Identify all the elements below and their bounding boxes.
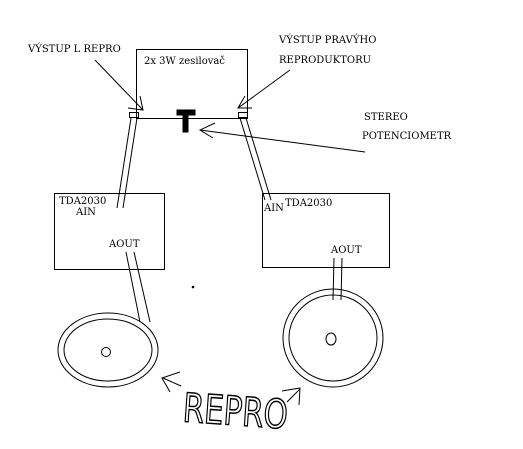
left-aout-label: AOUT <box>109 239 140 250</box>
potentiometer-label-line1: STEREO <box>364 112 408 123</box>
left-speaker <box>57 312 159 388</box>
potentiometer-label-line2: POTENCIOMETR <box>362 131 452 142</box>
right-output-label-line1: VÝSTUP PRAVÝHO <box>279 35 377 46</box>
left-chip-label: TDA2030 <box>59 196 107 207</box>
amplifier-title: 2x 3W zesilovač <box>144 56 225 67</box>
left-output-label: VÝSTUP L REPRO <box>28 44 121 55</box>
potentiometer-arrow <box>198 122 366 153</box>
left-output-terminal <box>129 112 139 118</box>
svg-text:REPRO: REPRO <box>181 385 289 438</box>
right-chip-label: TDA2030 <box>285 198 333 209</box>
potentiometer-symbol <box>176 109 196 133</box>
right-aout-label: AOUT <box>331 245 362 256</box>
right-ain-label: AIN <box>264 203 284 214</box>
left-output-wire <box>125 251 151 323</box>
right-output-label-line2: REPRODUKTORU <box>279 55 372 66</box>
stray-dot <box>191 285 195 289</box>
left-output-arrow <box>94 59 144 111</box>
right-output-arrow <box>237 69 291 109</box>
right-speaker <box>282 288 384 388</box>
right-output-terminal <box>238 112 248 118</box>
right-output-wire <box>332 257 343 301</box>
left-speaker-arrow <box>161 371 182 393</box>
right-speaker-arrow <box>281 387 301 406</box>
left-tda2030-box <box>54 193 165 270</box>
left-ain-label: AIN <box>76 207 96 218</box>
amplifier-box <box>136 49 248 119</box>
right-tda2030-box <box>262 193 390 268</box>
right-input-wire <box>239 117 272 201</box>
